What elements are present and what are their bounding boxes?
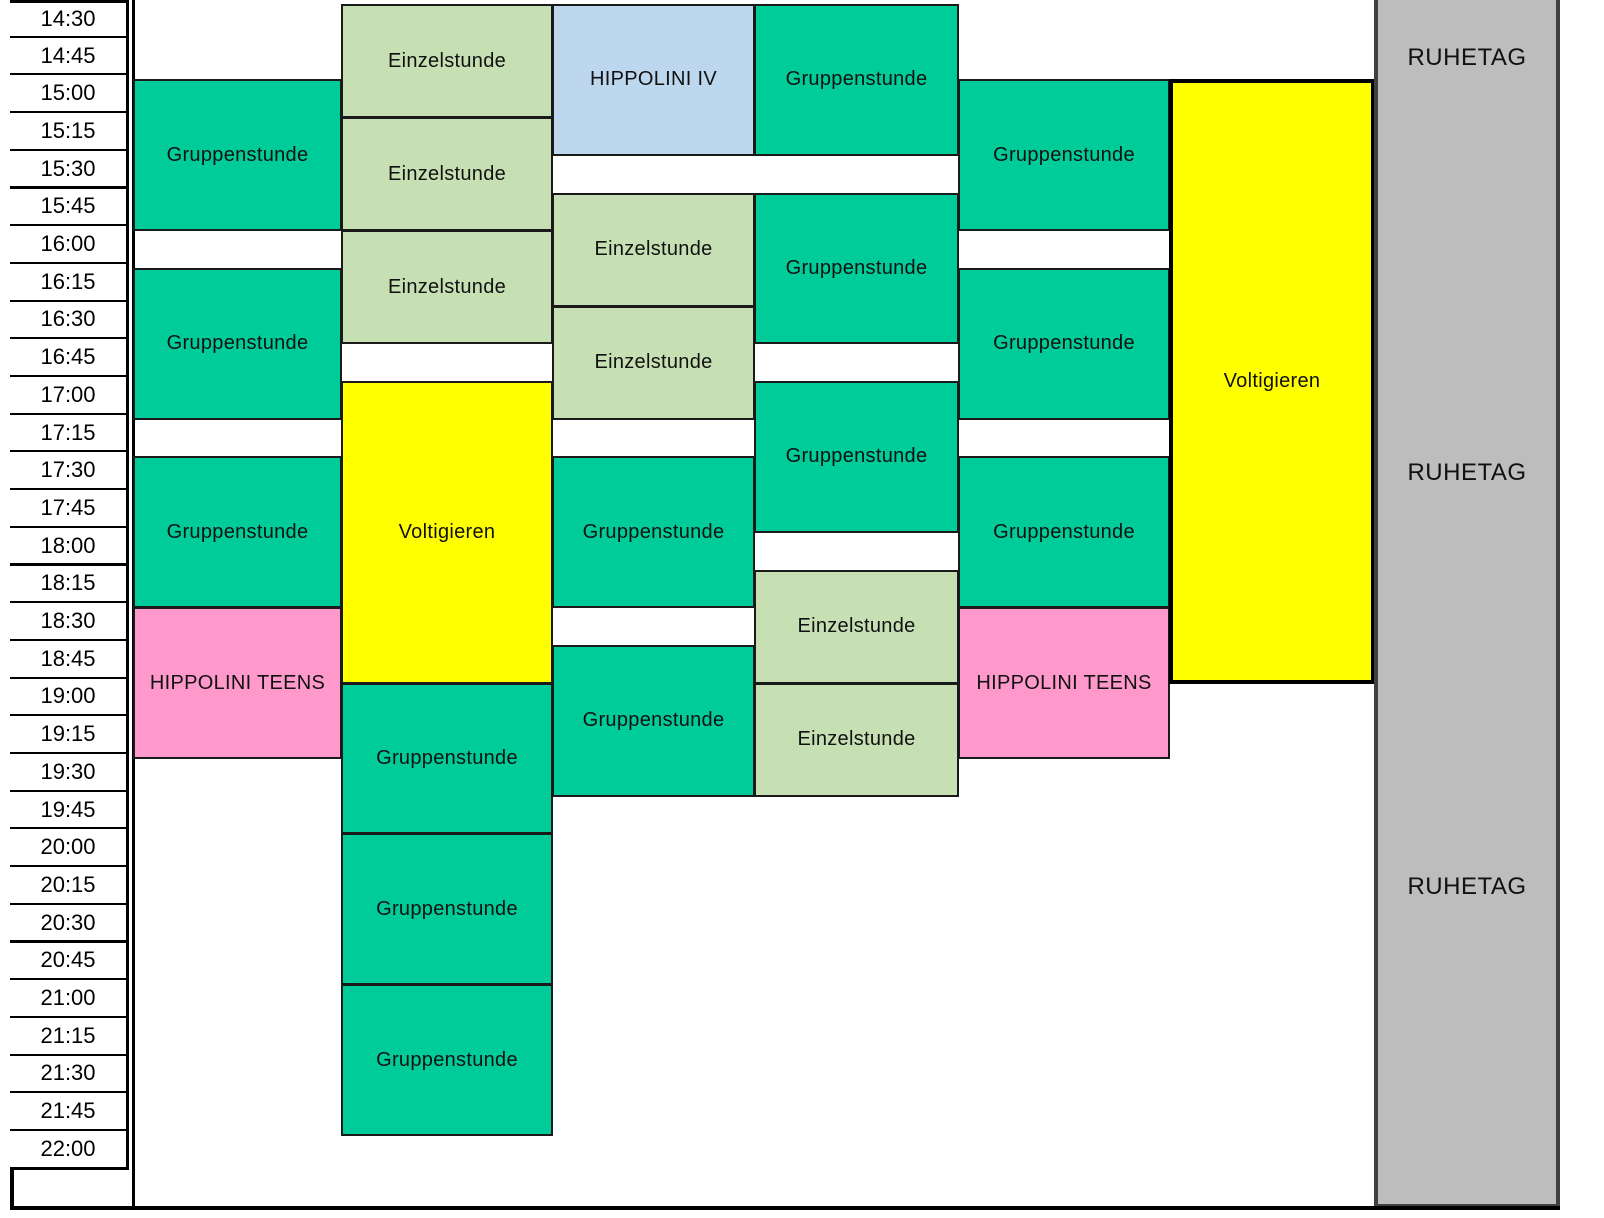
lesson-block-gruppenstunde: Gruppenstunde [754,4,959,156]
lesson-block-voltigieren: Voltigieren [341,381,553,684]
ruhetag-label: RUHETAG [1407,44,1527,71]
lesson-block-einzelstunde: Einzelstunde [341,4,553,119]
ruhetag-label: RUHETAG [1407,459,1527,486]
lesson-block-gruppenstunde: Gruppenstunde [133,456,342,609]
time-label: 19:00 [10,678,129,718]
time-label: 20:45 [10,942,129,982]
lesson-block-gruppenstunde: Gruppenstunde [341,682,553,835]
time-label: 19:30 [10,754,129,793]
time-label: 19:45 [10,791,129,831]
lesson-block-gruppenstunde: Gruppenstunde [552,644,755,797]
time-label: 16:00 [10,226,129,265]
lesson-block-hippolini-iv: HIPPOLINI IV [552,4,755,156]
lesson-block-hippolini-teens: HIPPOLINI TEENS [133,607,342,759]
time-label: 18:15 [10,565,129,605]
lesson-block-einzelstunde: Einzelstunde [341,117,553,232]
time-label: 15:45 [10,188,129,228]
time-label: 21:45 [10,1093,129,1132]
lesson-block-gruppenstunde: Gruppenstunde [133,79,342,232]
time-label: 21:00 [10,980,129,1019]
time-label: 16:30 [10,301,129,341]
time-label: 14:30 [10,0,129,39]
time-label: 18:00 [10,527,129,567]
lesson-block-einzelstunde: Einzelstunde [754,682,959,797]
lesson-block-gruppenstunde: Gruppenstunde [552,456,755,609]
time-label: 18:45 [10,640,129,680]
lesson-block-gruppenstunde: Gruppenstunde [754,381,959,533]
time-label: 16:45 [10,339,129,378]
time-label: 20:30 [10,904,129,944]
lesson-block-einzelstunde: Einzelstunde [552,192,755,307]
time-label: 15:15 [10,113,129,152]
time-label: 15:00 [10,75,129,115]
lesson-block-gruppenstunde: Gruppenstunde [754,192,959,345]
lesson-block-gruppenstunde: Gruppenstunde [958,456,1170,609]
lesson-block-hippolini-teens: HIPPOLINI TEENS [958,607,1170,759]
time-label: 17:00 [10,377,129,416]
time-label: 15:30 [10,150,129,190]
time-label: 21:15 [10,1017,129,1057]
lesson-block-gruppenstunde: Gruppenstunde [341,833,553,986]
time-label: 14:45 [10,37,129,77]
lesson-block-gruppenstunde: Gruppenstunde [958,79,1170,232]
ruhetag-label: RUHETAG [1407,873,1527,900]
time-label: 17:30 [10,452,129,492]
lesson-block-gruppenstunde: Gruppenstunde [133,267,342,420]
time-label: 17:15 [10,414,129,454]
lesson-block-gruppenstunde: Gruppenstunde [958,267,1170,420]
time-label: 20:00 [10,829,129,869]
lesson-block-gruppenstunde: Gruppenstunde [341,984,553,1136]
ruhetag-column: RUHETAG RUHETAG RUHETAG [1374,0,1560,1208]
time-label: 16:15 [10,263,129,303]
time-label: 19:15 [10,716,129,755]
time-label: 21:30 [10,1055,129,1095]
time-label: 18:30 [10,603,129,642]
lesson-block-einzelstunde: Einzelstunde [341,230,553,345]
time-label: 22:00 [10,1131,129,1170]
lesson-block-voltigieren: Voltigieren [1169,79,1375,684]
lesson-block-einzelstunde: Einzelstunde [754,569,959,684]
time-label: 17:45 [10,490,129,529]
lesson-block-einzelstunde: Einzelstunde [552,305,755,420]
grid-bottom-border [10,1206,1560,1210]
time-label: 20:15 [10,867,129,906]
